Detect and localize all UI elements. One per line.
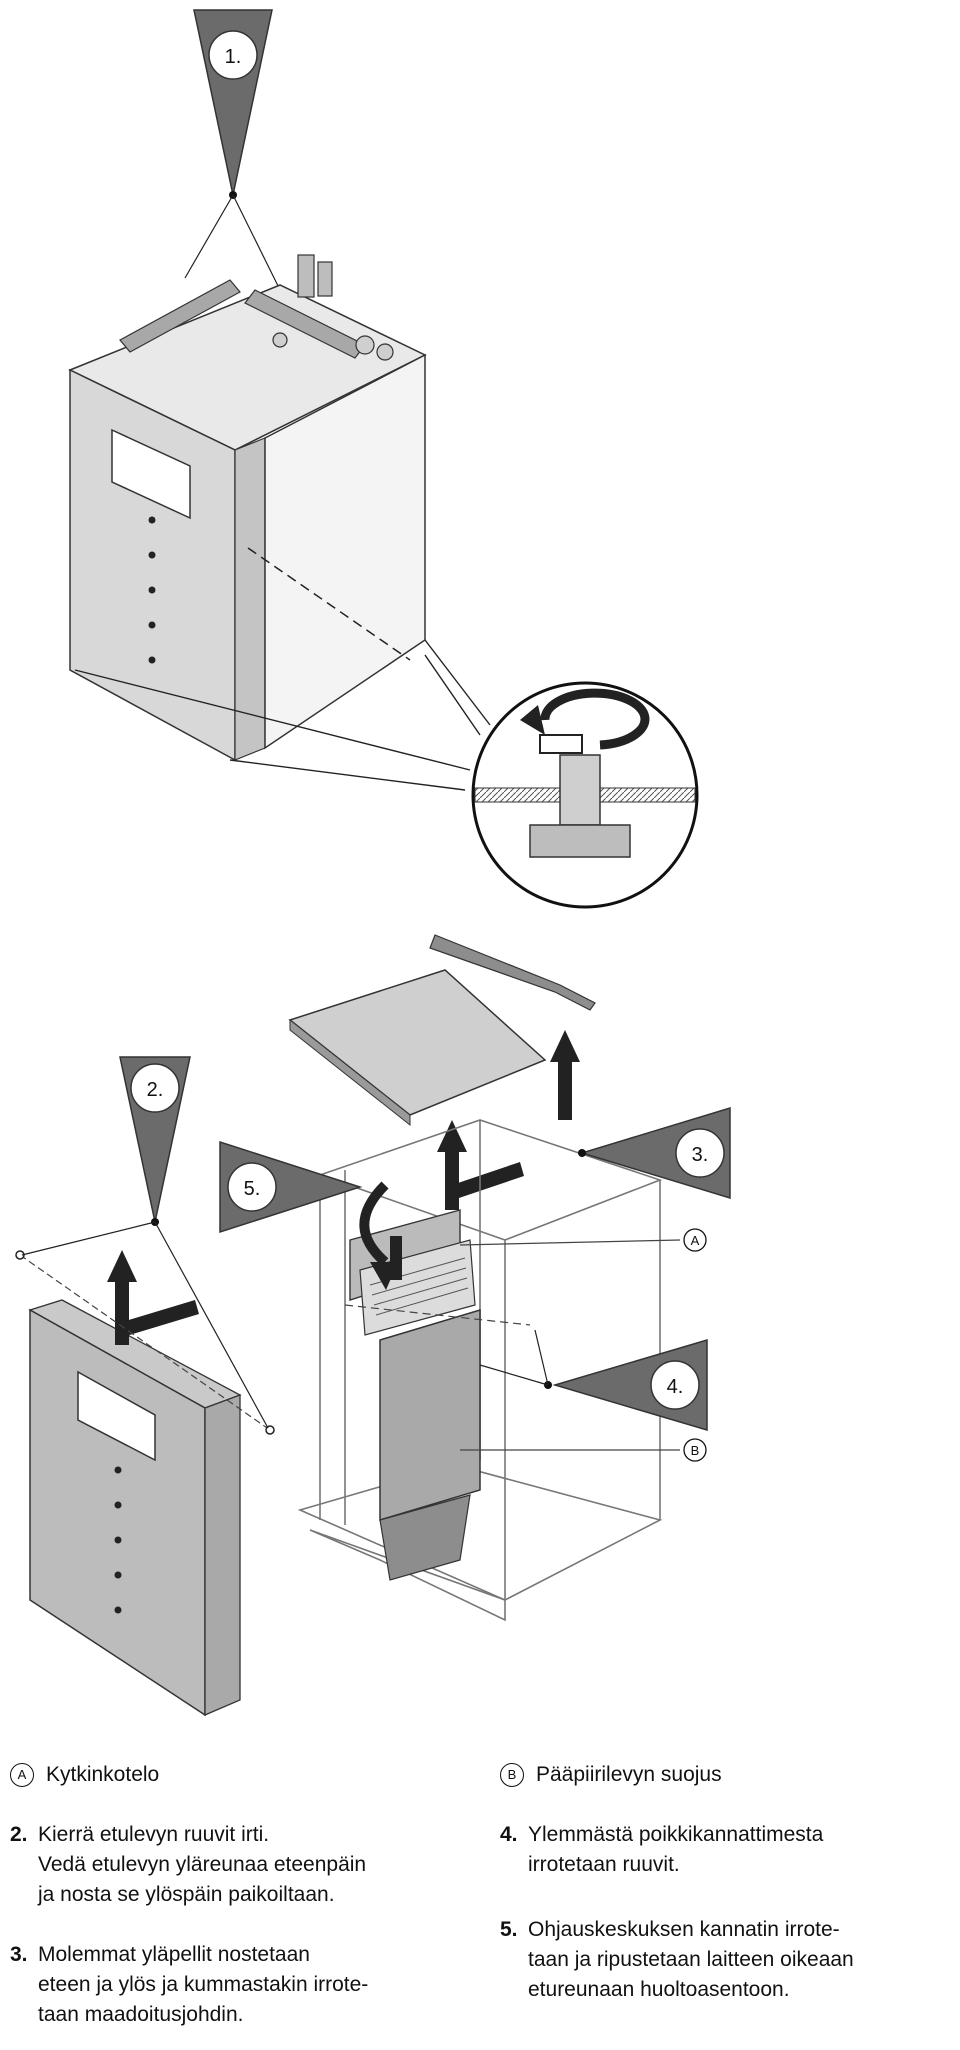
- step-5-line-1: Ohjauskeskuksen kannatin irrote-: [528, 1918, 840, 1941]
- step-5-line-3: etureunaan huoltoasentoon.: [528, 1978, 790, 2001]
- legend-marker-b: B: [500, 1763, 524, 1788]
- callout-3-label: 3.: [692, 1144, 709, 1166]
- step-5-line-2: taan ja ripustetaan laitteen oikeaan: [528, 1948, 854, 1971]
- cabinet-bottom-illustration: 3. 5. 4. A B: [15, 934, 731, 1717]
- legend-text-b: Pääpiirilevyn suojus: [536, 1763, 722, 1786]
- step-4-instruction: 4. Ylemmästä poikkikannattimesta irrotet…: [500, 1820, 920, 1880]
- step-3-number: 3.: [10, 1943, 28, 1966]
- step-2-line-1: Kierrä etulevyn ruuvit irti.: [38, 1823, 270, 1846]
- assembly-illustration: 1.: [15, 9, 731, 1717]
- legend-item-a: A Kytkinkotelo: [10, 1760, 159, 1789]
- step-3-line-3: taan maadoitusjohdin.: [38, 2003, 244, 2026]
- legend-text-a: Kytkinkotelo: [46, 1763, 160, 1786]
- step-3-instruction: 3. Molemmat yläpellit nostetaan eteen ja…: [10, 1940, 430, 2030]
- step-4-line-1: Ylemmästä poikkikannattimesta: [528, 1823, 824, 1846]
- label-a: A: [691, 1233, 700, 1248]
- step-5-number: 5.: [500, 1918, 518, 1941]
- callout-1-label: 1.: [225, 46, 242, 68]
- legend-marker-a: A: [10, 1763, 34, 1788]
- step-4-line-2: irrotetaan ruuvit.: [528, 1853, 680, 1876]
- step-2-instruction: 2. Kierrä etulevyn ruuvit irti. Vedä etu…: [10, 1820, 430, 1910]
- step-3-line-2: eteen ja ylös ja kummastakin irrote-: [38, 1973, 369, 1996]
- callout-4-label: 4.: [667, 1376, 684, 1398]
- legend-item-b: B Pääpiirilevyn suojus: [500, 1760, 722, 1789]
- step-2-number: 2.: [10, 1823, 28, 1846]
- step-5-instruction: 5. Ohjauskeskuksen kannatin irrote- taan…: [500, 1915, 920, 2005]
- callout-5-label: 5.: [244, 1178, 261, 1200]
- cabinet-top-illustration: 1.: [68, 9, 699, 909]
- step-2-line-3: ja nosta se ylöspäin paikoiltaan.: [38, 1883, 335, 1906]
- step-4-number: 4.: [500, 1823, 518, 1846]
- label-b: B: [691, 1443, 700, 1458]
- step-3-line-1: Molemmat yläpellit nostetaan: [38, 1943, 310, 1966]
- step-2-line-2: Vedä etulevyn yläreunaa eteenpäin: [38, 1853, 367, 1876]
- callout-2-label: 2.: [147, 1079, 164, 1101]
